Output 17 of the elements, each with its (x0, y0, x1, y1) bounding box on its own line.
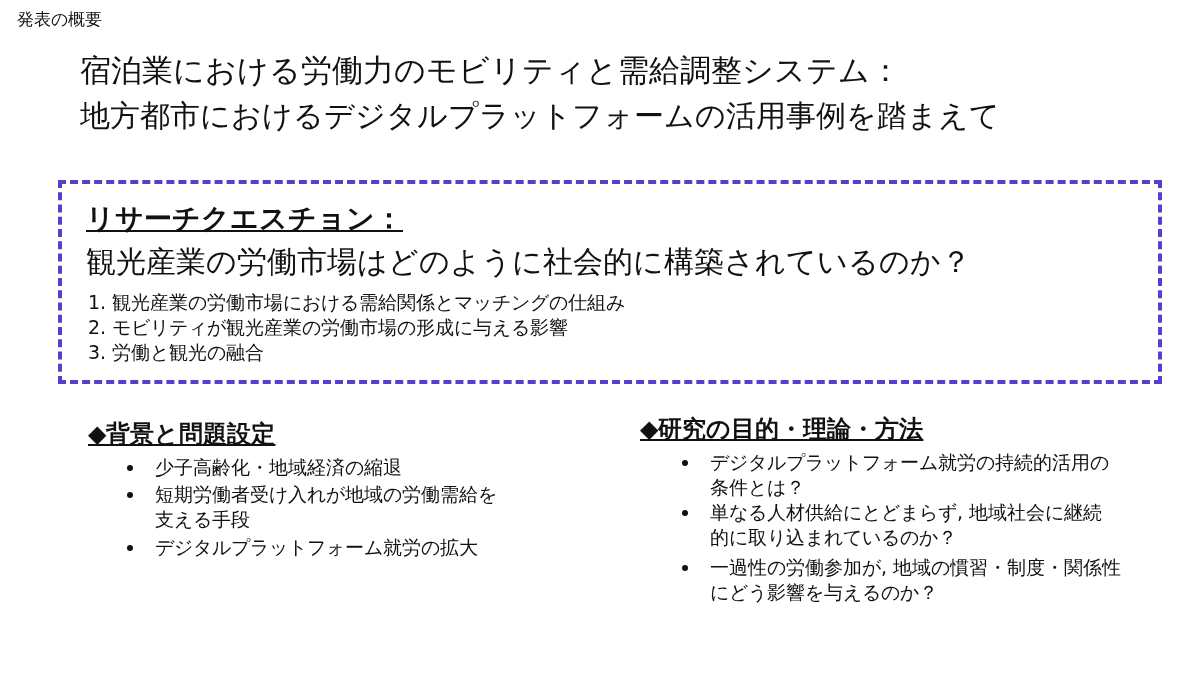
bullet-item: 少子高齢化・地域経済の縮退 (155, 455, 403, 480)
numbered-item: 3. 労働と観光の融合 (88, 340, 265, 365)
bullet-item: デジタルプラットフォーム就労の拡大 (155, 535, 479, 560)
section-heading: ◆背景と問題設定 (88, 419, 276, 450)
subtitle: 地方都市におけるデジタルプラットフォームの活用事例を踏まえて (80, 97, 1000, 135)
bullet-item: 短期労働者受け入れが地域の労働需給を支える手段 (155, 482, 498, 532)
dashed-box (58, 180, 1162, 384)
research-question: 観光産業の労働市場はどのように社会的に構築されているのか？ (86, 243, 971, 281)
bullet-item: 単なる人材供給にとどまらず, 地域社会に継続的に取り込まれているのか？ (710, 500, 1104, 550)
page-label: 発表の概要 (17, 8, 102, 31)
bullet-item: 一過性の労働参加が, 地域の慣習・制度・関係性にどう影響を与えるのか？ (710, 555, 1123, 605)
bullet-item: デジタルプラットフォーム就労の持続的活用の条件とは？ (710, 450, 1110, 500)
numbered-item: 1. 観光産業の労働市場における需給関係とマッチングの仕組み (88, 290, 626, 315)
box-heading: リサーチクエスチョン： (86, 201, 403, 237)
section-heading: ◆研究の目的・理論・方法 (640, 414, 924, 445)
title: 宿泊業における労働力のモビリティと需給調整システム： (80, 51, 901, 90)
numbered-item: 2. モビリティが観光産業の労働市場の形成に与える影響 (88, 315, 569, 340)
